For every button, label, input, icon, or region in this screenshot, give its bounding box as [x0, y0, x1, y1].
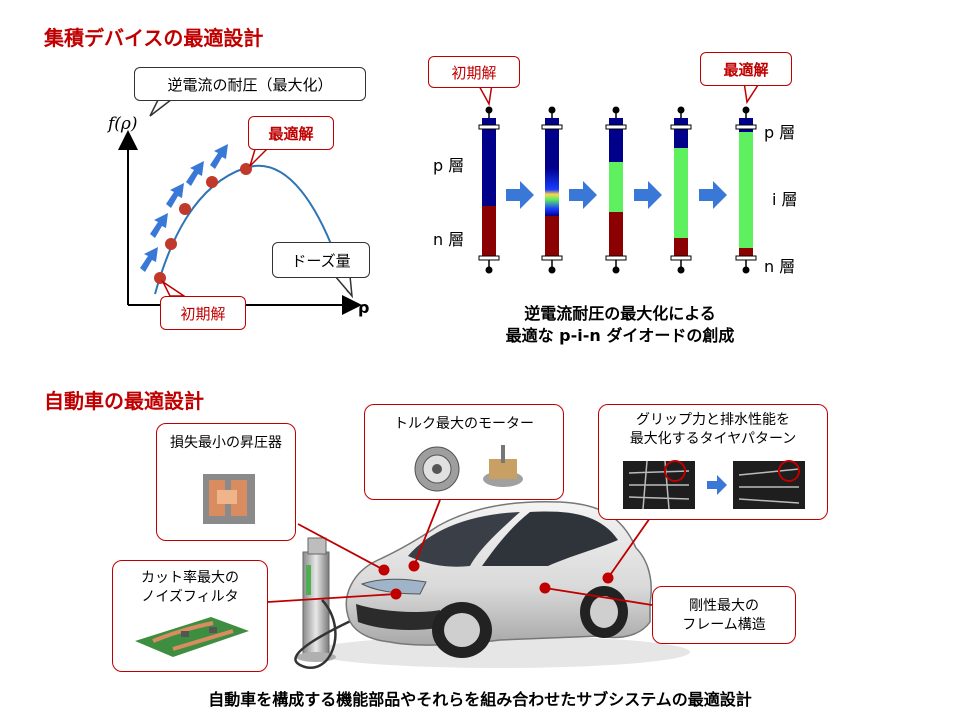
electric-car [345, 500, 652, 658]
box-tire-label-line1: グリップ力と排水性能を [636, 412, 790, 428]
callout-initial-plot: 初期解 [160, 296, 246, 330]
evolution-arrow [699, 181, 727, 209]
solution-points [154, 163, 252, 284]
x-axis-label: ρ [358, 298, 370, 317]
box-booster: 損失最小の昇圧器 [156, 423, 296, 541]
diode-caption-line2: 最適な p-i-n ダイオードの創成 [505, 326, 735, 345]
layer-label-p-left: p 層 [433, 156, 465, 175]
diode-3 [605, 106, 627, 274]
section2-title: 自動車の最適設計 [44, 389, 204, 413]
step-arrow [166, 183, 184, 208]
section1-title: 集積デバイスの最適設計 [44, 26, 264, 50]
motor-icon [414, 445, 523, 492]
step-arrow [140, 247, 158, 272]
evolution-arrow [569, 181, 597, 209]
layer-label-n-right: n 層 [764, 257, 796, 276]
layer-label-i-right: i 層 [772, 190, 798, 209]
callout-objective: 逆電流の耐圧（最大化） [134, 67, 366, 101]
callout-initial-diode: 初期解 [428, 56, 520, 88]
diode-caption-line1: 逆電流耐圧の最大化による [524, 304, 716, 323]
diode-1 [478, 106, 500, 274]
box-tire-label-line2: 最大化するタイヤパターン [629, 431, 797, 447]
evolution-arrow [634, 181, 662, 209]
step-arrow [150, 213, 168, 238]
step-arrow [210, 144, 228, 169]
noise-filter-icon [135, 617, 249, 657]
tire-pattern-icon [623, 460, 805, 510]
step-arrow [186, 161, 204, 186]
box-frame-label-line2: フレーム構造 [682, 617, 766, 633]
box-filter: カット率最大の ノイズフィルタ [112, 560, 268, 672]
box-frame-label-line1: 剛性最大の [689, 598, 759, 614]
section2-caption: 自動車を構成する機能部品やそれらを組み合わせたサブシステムの最適設計 [208, 690, 752, 709]
box-filter-label-line2: ノイズフィルタ [141, 589, 239, 605]
box-motor-label: トルク最大のモーター [394, 416, 534, 432]
diode-2 [541, 106, 563, 274]
charging-station [294, 537, 371, 669]
box-tire: グリップ力と排水性能を 最大化するタイヤパターン [598, 404, 828, 520]
callout-optimal-plot: 最適解 [248, 116, 334, 150]
layer-label-n-left: n 層 [433, 230, 465, 249]
y-axis-label: f(ρ) [108, 114, 138, 134]
blue-arrows [140, 144, 228, 272]
box-frame: 剛性最大の フレーム構造 [652, 586, 796, 644]
evolution-arrow [506, 181, 534, 209]
layer-label-p-right: p 層 [764, 123, 796, 142]
box-booster-label: 損失最小の昇圧器 [170, 435, 282, 451]
box-motor: トルク最大のモーター [364, 404, 564, 500]
callout-variable: ドーズ量 [272, 242, 370, 278]
booster-icon [203, 474, 255, 524]
diode-evolution [476, 81, 762, 274]
box-filter-label-line1: カット率最大の [141, 570, 239, 586]
diode-5 [735, 106, 757, 274]
callout-optimal-diode: 最適解 [700, 52, 792, 86]
diode-4 [670, 106, 692, 274]
